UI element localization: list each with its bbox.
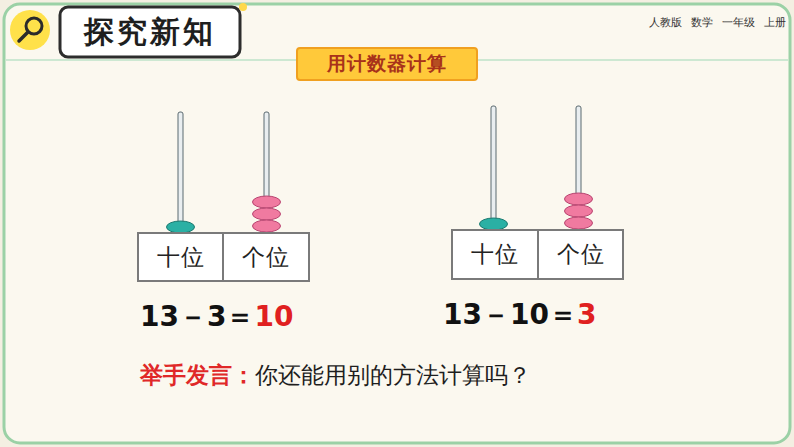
sparkle <box>239 3 247 11</box>
edition-label: 人教版 <box>649 15 682 30</box>
magnifier-icon <box>10 10 50 50</box>
node-text: 十位 <box>471 239 519 270</box>
abacus-left <box>167 112 281 234</box>
equation-answer: 10 <box>254 300 293 333</box>
prompt-heading: 举手发言： <box>140 360 255 391</box>
place-value-cell: 个位 <box>222 232 310 282</box>
node-text: 个位 <box>557 239 605 270</box>
equation-text: 13－10＝ <box>443 296 577 334</box>
node-text: 个位 <box>242 242 290 273</box>
equation-row: 13－10＝3 <box>443 296 596 334</box>
prompt-question: 你还能用别的方法计算吗？ <box>255 360 531 391</box>
slide-frame <box>4 4 790 443</box>
equation-row: 13－3＝10 <box>140 298 293 336</box>
grade-label: 一年级 <box>722 15 755 30</box>
prompt-row: 举手发言：你还能用别的方法计算吗？ <box>140 360 531 391</box>
header-info-row: 人教版数学一年级上册 <box>649 15 786 30</box>
place-value-cell: 十位 <box>137 232 224 282</box>
abacus-right <box>480 106 593 231</box>
subject-label: 数学 <box>691 15 713 30</box>
place-value-cell: 十位 <box>451 229 539 280</box>
slide-title: 探究新知 <box>60 7 240 57</box>
volume-label: 上册 <box>764 15 786 30</box>
node-text: 用计数器计算 <box>327 51 447 77</box>
title-banner <box>60 7 240 57</box>
method-tag: 用计数器计算 <box>296 47 478 81</box>
equation-answer: 3 <box>577 298 596 331</box>
place-value-cell: 个位 <box>537 229 624 280</box>
equation-text: 13－3＝ <box>140 298 254 336</box>
node-text: 十位 <box>157 242 205 273</box>
